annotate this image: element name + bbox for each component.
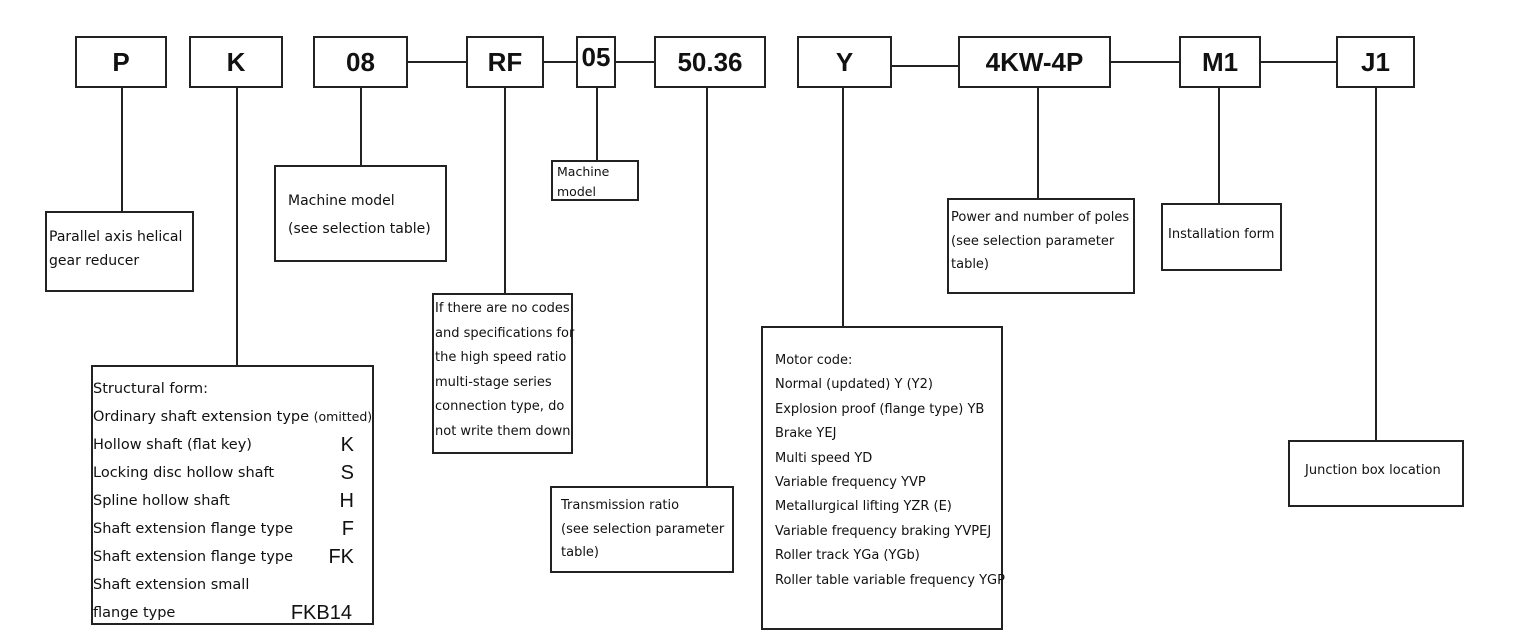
leader-p: [121, 86, 123, 212]
leader-j1: [1375, 86, 1377, 441]
code-box-junction: J1: [1336, 36, 1415, 88]
code-box-ratio: 50.36: [654, 36, 766, 88]
desc-p-line: gear reducer: [49, 253, 140, 269]
connector-08-rf: [407, 61, 467, 63]
desc-rf-line: and specifications for: [435, 325, 575, 341]
connector-m1-j1: [1260, 61, 1338, 63]
desc-power-line: table): [951, 257, 989, 272]
desc-model-line: (see selection table): [288, 221, 431, 237]
leader-power: [1037, 86, 1039, 199]
desc-motor-line: Multi speed YD: [775, 450, 873, 466]
desc-box-power: Power and number of poles (see selection…: [947, 198, 1135, 294]
desc-rf-line: connection type, do: [435, 399, 565, 414]
structural-row: Shaft extension flange type F: [93, 518, 354, 540]
leader-m1: [1218, 86, 1220, 204]
desc-rf-line: multi-stage series: [435, 374, 552, 390]
desc-motor-line: Roller track YGa (YGb): [775, 548, 920, 564]
leader-ratio: [706, 86, 708, 487]
desc-junction-line: Junction box location: [1305, 463, 1441, 478]
desc-box-model: Machine model (see selection table): [274, 165, 447, 262]
desc-power-line: (see selection parameter: [951, 233, 1115, 249]
desc-motor-line: Normal (updated) Y (Y2): [775, 377, 933, 393]
code-box-k: K: [189, 36, 283, 88]
leader-08: [360, 86, 362, 166]
structural-row: Locking disc hollow shaft S: [93, 462, 354, 484]
desc-box-p: Parallel axis helical gear reducer: [45, 211, 194, 292]
desc-model-line: Machine model: [288, 193, 395, 209]
desc-motor-line: Motor code:: [775, 353, 853, 368]
desc-rf-line: not write them down: [435, 423, 571, 439]
connector-power-m1: [1110, 61, 1180, 63]
leader-rf: [504, 86, 506, 294]
code-box-rf: RF: [466, 36, 544, 88]
code-box-size: 05: [576, 36, 616, 88]
desc-motor-line: Roller table variable frequency YGP: [775, 572, 1005, 588]
leader-k: [236, 86, 238, 366]
desc-ratio-line: (see selection parameter: [561, 521, 725, 537]
desc-motor-line: Metallurgical lifting YZR (E): [775, 499, 952, 515]
code-box-power: 4KW-4P: [958, 36, 1111, 88]
desc-ratio-line: table): [561, 545, 599, 560]
leader-05-drop: [596, 126, 598, 162]
desc-box-ratio: Transmission ratio (see selection parame…: [550, 486, 734, 573]
structural-form-box: Structural form: Ordinary shaft extensio…: [91, 365, 374, 625]
desc-box-size: Machine model: [551, 160, 639, 201]
code-box-motor: Y: [797, 36, 892, 88]
leader-05: [596, 86, 598, 126]
desc-box-motor: Motor code: Normal (updated) Y (Y2) Expl…: [761, 326, 1005, 630]
connector-y-power: [891, 65, 959, 67]
desc-ratio-line: Transmission ratio: [561, 498, 680, 513]
leader-y: [842, 86, 844, 327]
desc-rf-line: the high speed ratio: [435, 350, 567, 365]
desc-rf-line: If there are no codes: [435, 301, 570, 316]
desc-motor-line: Brake YEJ: [775, 426, 837, 442]
structural-row: Hollow shaft (flat key) K: [93, 434, 354, 456]
structural-row: Ordinary shaft extension type (omitted): [93, 409, 373, 425]
structural-row: Shaft extension flange type FK: [93, 546, 354, 568]
desc-box-rf: If there are no codes and specifications…: [432, 293, 575, 454]
desc-power-line: Power and number of poles: [951, 210, 1130, 225]
desc-box-mount: Installation form: [1161, 203, 1282, 271]
connector-rf-05: [543, 61, 577, 63]
desc-p-line: Parallel axis helical: [49, 229, 183, 245]
structural-title: Structural form:: [93, 381, 209, 397]
desc-motor-line: Variable frequency YVP: [775, 475, 926, 491]
structural-row: Spline hollow shaft H: [93, 490, 354, 512]
code-box-mount: M1: [1179, 36, 1261, 88]
code-box-p: P: [75, 36, 167, 88]
desc-mount-line: Installation form: [1168, 227, 1275, 242]
desc-motor-line: Explosion proof (flange type) YB: [775, 401, 985, 417]
desc-size-line: model: [557, 184, 596, 199]
desc-motor-line: Variable frequency braking YVPEJ: [775, 523, 992, 539]
desc-size-line: Machine: [557, 164, 610, 179]
structural-row: flange type FKB14: [93, 602, 352, 624]
connector-05-ratio: [614, 61, 656, 63]
code-box-model: 08: [313, 36, 408, 88]
structural-row: Shaft extension small: [93, 577, 250, 593]
desc-box-junction: Junction box location: [1288, 440, 1464, 507]
